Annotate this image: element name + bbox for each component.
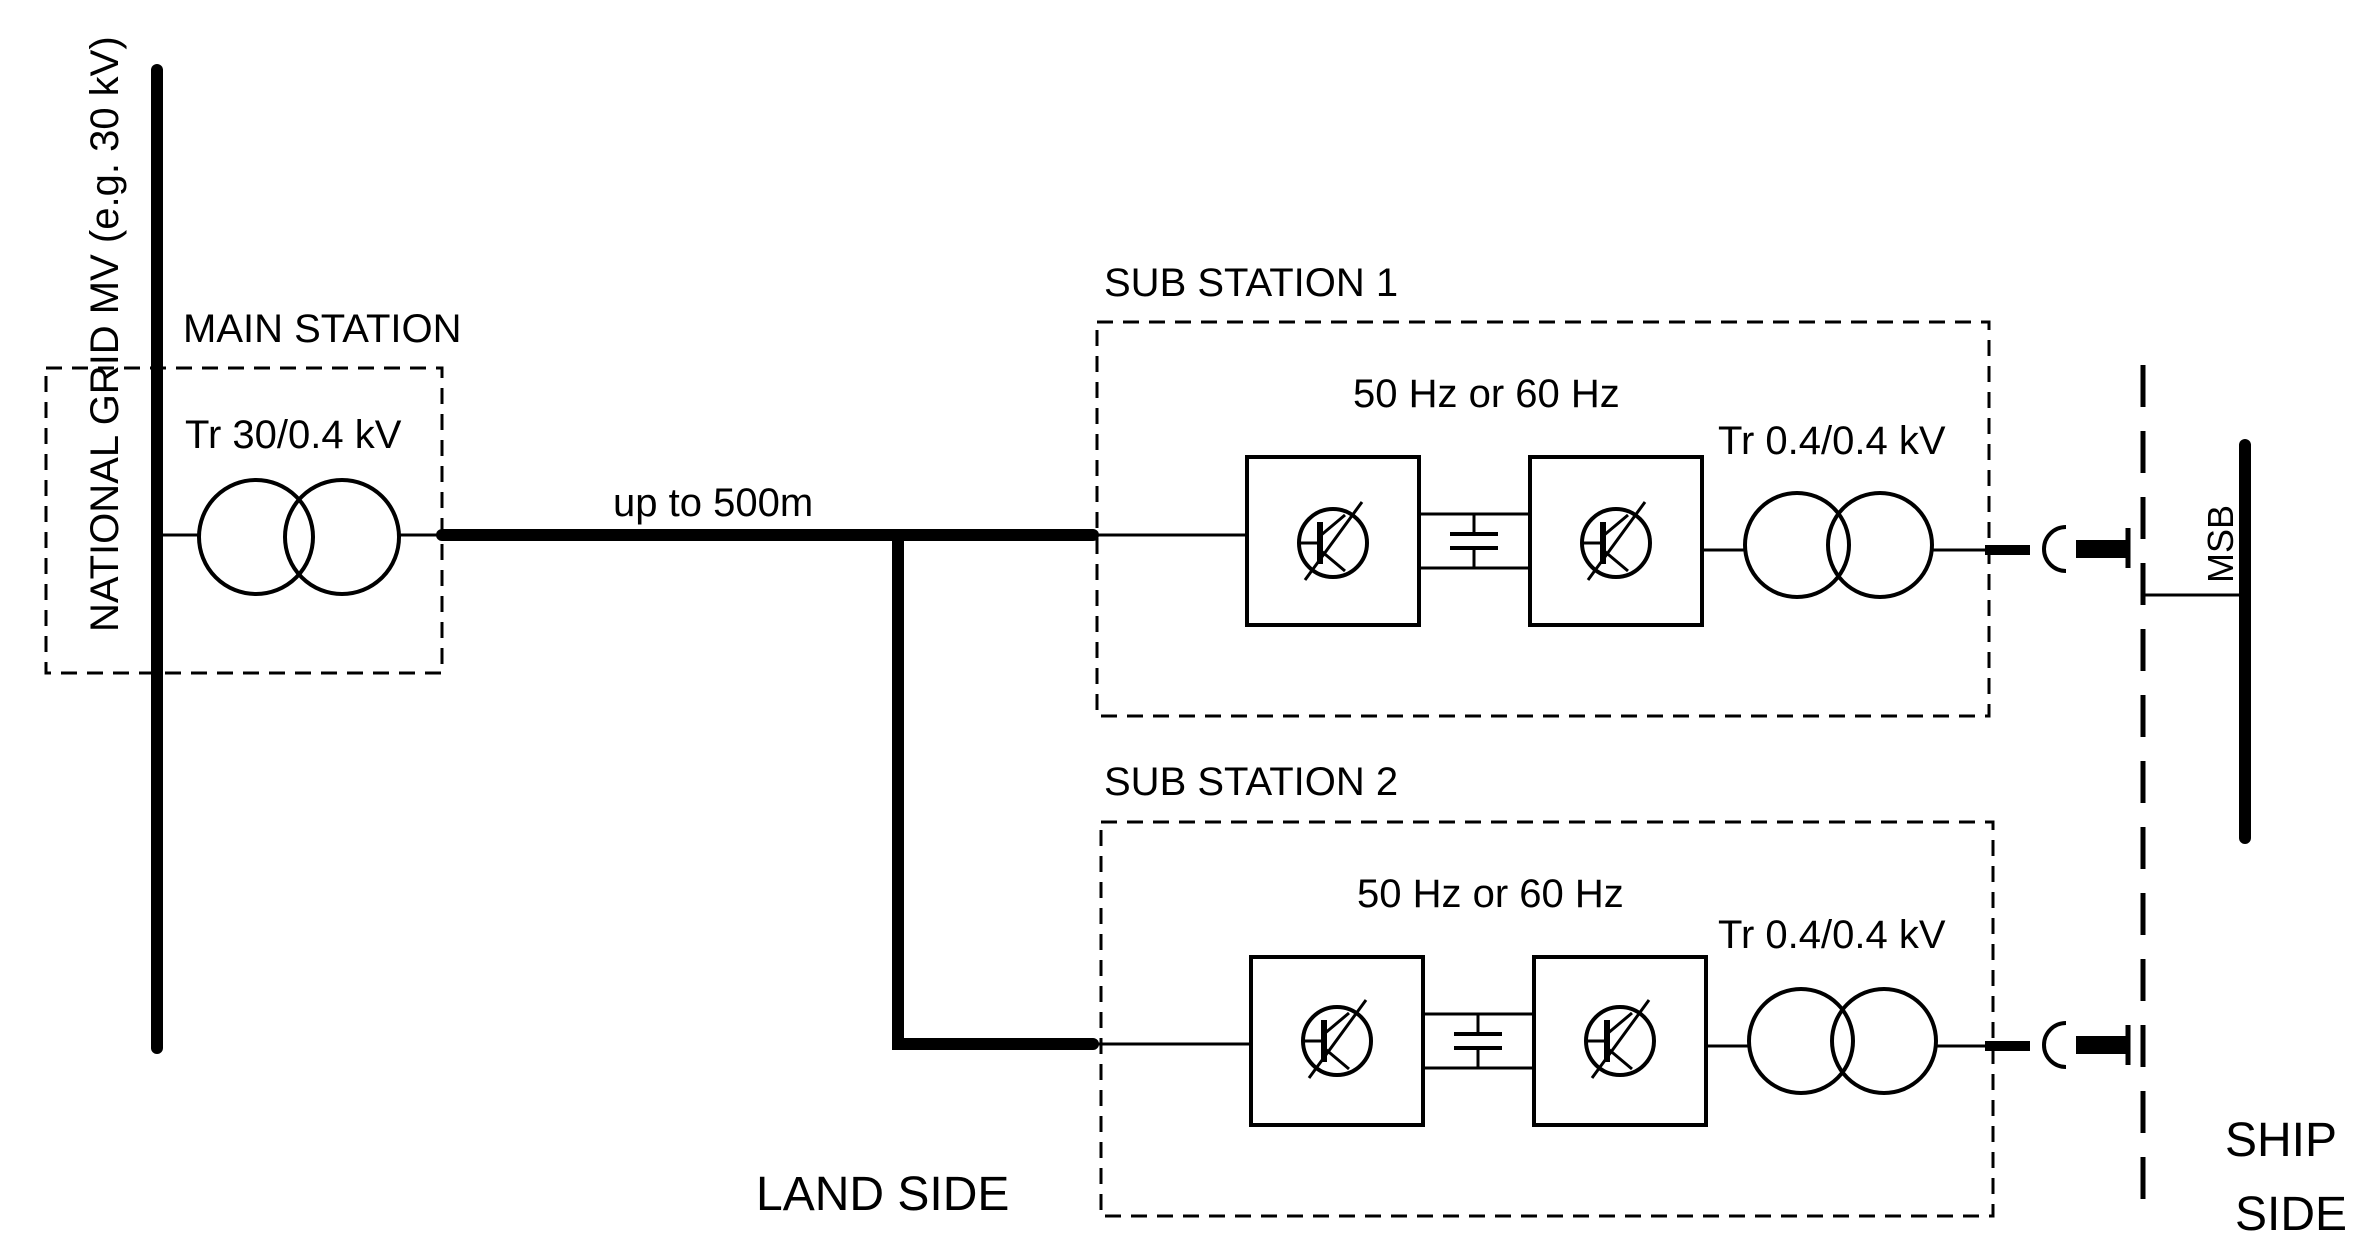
ship-side-label-line1: SHIP: [2225, 1114, 2337, 1167]
main-transformer-label: Tr 30/0.4 kV: [185, 413, 402, 457]
substation-2-rectifier: [1249, 955, 1425, 1127]
substation-1-box: [1095, 320, 1991, 718]
ship-side-label-line2: SIDE: [2235, 1188, 2347, 1241]
substation-1-rectifier: [1245, 455, 1421, 627]
substation-1-transformer-label: Tr 0.4/0.4 kV: [1718, 419, 1946, 463]
cable-length-label: up to 500m: [613, 481, 813, 525]
msb-label: MSB: [2200, 505, 2241, 583]
substation-1: SUB STATION 1 50 Hz or 60 Hz Tr 0.4/0.4 …: [1093, 261, 2128, 718]
main-station-box: [44, 366, 444, 675]
substation-1-title: SUB STATION 1: [1104, 261, 1398, 305]
national-grid-label: NATIONAL GRID MV (e.g. 30 kV): [83, 36, 127, 632]
substation-2-title: SUB STATION 2: [1104, 760, 1398, 804]
substation-1-inverter: [1528, 455, 1704, 627]
substation-2: SUB STATION 2 50 Hz or 60 Hz Tr 0.4/0.4 …: [1093, 760, 2128, 1218]
substation-2-frequency: 50 Hz or 60 Hz: [1357, 872, 1624, 916]
substation-2-transformer-symbol: [1747, 987, 1938, 1095]
substation-1-plug-connector: [2042, 525, 2128, 573]
substation-2-dc-link-capacitor: [1421, 1012, 1536, 1070]
land-side-label: LAND SIDE: [756, 1168, 1009, 1221]
substation-1-transformer-symbol: [1743, 491, 1934, 599]
substation-2-transformer-label: Tr 0.4/0.4 kV: [1718, 913, 1946, 957]
substation-1-dc-link-capacitor: [1417, 512, 1532, 570]
feeder-cable-branch: [892, 529, 1099, 1050]
substation-2-plug-connector: [2042, 1021, 2128, 1069]
main-transformer-symbol: [197, 478, 401, 596]
substation-2-box: [1099, 820, 1995, 1218]
substation-2-inverter: [1532, 955, 1708, 1127]
substation-1-frequency: 50 Hz or 60 Hz: [1353, 372, 1620, 416]
main-station-label: MAIN STATION: [183, 307, 462, 351]
